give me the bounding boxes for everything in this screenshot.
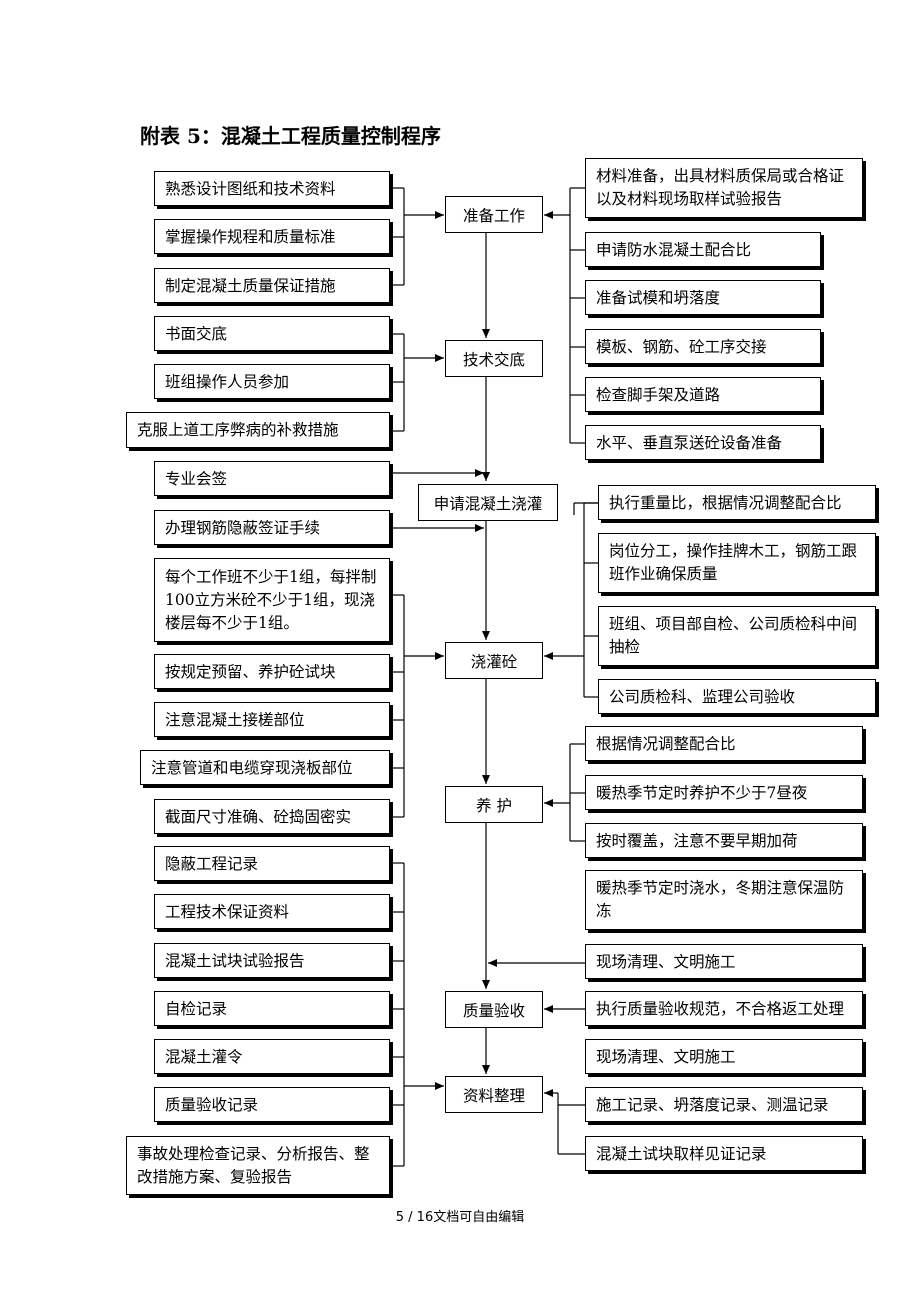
left-prepare-item: 熟悉设计图纸和技术资料 — [154, 171, 390, 206]
left-tech-item: 克服上道工序弊病的补救措施 — [126, 412, 390, 448]
left-records-item: 混凝土试块试验报告 — [154, 943, 390, 978]
right-records-item: 施工记录、坍落度记录、测温记录 — [585, 1087, 863, 1122]
right-acceptance-item: 现场清理、文明施工 — [585, 1039, 863, 1074]
right-pour-item: 岗位分工，操作挂牌木工，钢筋工跟班作业确保质量 — [598, 533, 876, 593]
step-prepare: 准备工作 — [445, 196, 543, 233]
left-pour-item: 注意管道和电缆穿现浇板部位 — [140, 750, 390, 785]
right-cure-item: 暖热季节定时浇水，冬期注意保温防冻 — [585, 870, 863, 930]
left-apply-item: 专业会签 — [154, 461, 390, 496]
right-pour-item: 执行重量比，根据情况调整配合比 — [598, 485, 876, 520]
page-footer: 5 / 16文档可自由编辑 — [395, 1210, 525, 1225]
left-records-item: 自检记录 — [154, 991, 390, 1026]
left-tech-item: 班组操作人员参加 — [154, 364, 390, 399]
left-pour-item: 截面尺寸准确、砼捣固密实 — [154, 799, 390, 834]
right-prepare-item: 检查脚手架及道路 — [585, 377, 821, 412]
right-records-item: 混凝土试块取样见证记录 — [585, 1136, 863, 1171]
right-pour-item: 公司质检科、监理公司验收 — [598, 679, 876, 714]
step-apply-pour: 申请混凝土浇灌 — [418, 484, 558, 521]
left-prepare-item: 掌握操作规程和质量标准 — [154, 219, 390, 254]
right-acceptance-item: 执行质量验收规范，不合格返工处理 — [585, 991, 863, 1026]
step-pour: 浇灌砼 — [445, 642, 543, 679]
right-prepare-item: 水平、垂直泵送砼设备准备 — [585, 425, 821, 460]
step-tech-brief: 技术交底 — [445, 340, 543, 377]
left-tech-item: 书面交底 — [154, 316, 390, 351]
left-records-item: 事故处理检查记录、分析报告、整改措施方案、复验报告 — [126, 1136, 390, 1195]
right-prepare-item: 模板、钢筋、砼工序交接 — [585, 329, 821, 364]
right-prepare-item: 申请防水混凝土配合比 — [585, 232, 821, 267]
left-pour-item: 按规定预留、养护砼试块 — [154, 654, 390, 689]
right-cure-item: 根据情况调整配合比 — [585, 726, 863, 761]
left-pour-item: 注意混凝土接槎部位 — [154, 702, 390, 737]
right-prepare-item: 准备试模和坍落度 — [585, 280, 821, 315]
left-records-item: 工程技术保证资料 — [154, 894, 390, 929]
left-records-item: 混凝土灌令 — [154, 1039, 390, 1074]
left-records-item: 隐蔽工程记录 — [154, 846, 390, 881]
left-pour-item: 每个工作班不少于1组，每拌制100立方米砼不少于1组，现浇楼层每不少于1组。 — [154, 558, 390, 642]
step-cure: 养 护 — [445, 786, 543, 823]
left-records-item: 质量验收记录 — [154, 1087, 390, 1122]
step-acceptance: 质量验收 — [445, 991, 543, 1028]
right-prepare-item: 材料准备，出具材料质保局或合格证以及材料现场取样试验报告 — [585, 158, 863, 218]
page-title: 附表 5：混凝土工程质量控制程序 — [140, 124, 441, 148]
left-apply-item: 办理钢筋隐蔽签证手续 — [154, 510, 390, 545]
right-pour-item: 班组、项目部自检、公司质检科中间抽检 — [598, 606, 876, 666]
step-records: 资料整理 — [445, 1076, 543, 1113]
left-prepare-item: 制定混凝土质量保证措施 — [154, 268, 390, 303]
right-cure-item: 暖热季节定时养护不少于7昼夜 — [585, 775, 863, 810]
right-cleanup-item: 现场清理、文明施工 — [585, 944, 863, 979]
right-cure-item: 按时覆盖，注意不要早期加荷 — [585, 823, 863, 858]
